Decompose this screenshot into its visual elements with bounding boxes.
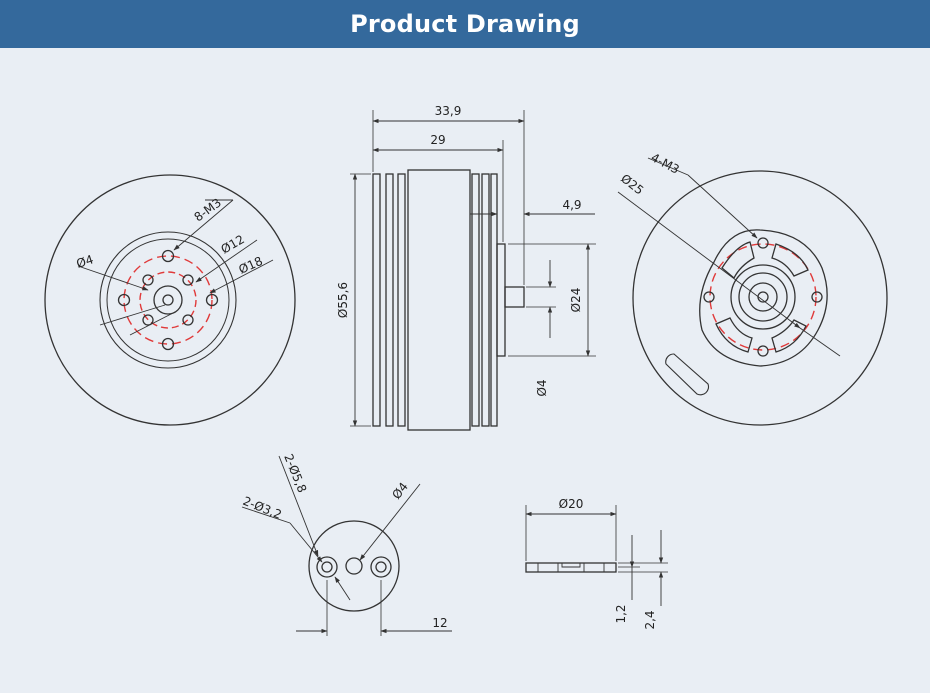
adapter-center-hole (345, 557, 363, 575)
side-dim-d4: Ø4 (535, 379, 549, 396)
rear-mount-slot (771, 319, 807, 353)
front-hub-outer (99, 231, 237, 369)
side-dim-d24: Ø24 (569, 288, 583, 313)
front-outer-rim (44, 174, 296, 426)
rear-hole (703, 291, 715, 303)
side-body (407, 169, 471, 431)
front-hole (142, 274, 154, 286)
adapter-dim-d4: Ø4 (389, 480, 411, 502)
rear-wire-slot (665, 353, 710, 396)
adapter-dim-2-d3-2: 2-Ø3,2 (241, 494, 284, 522)
side-dim-33-9: 33,9 (435, 104, 462, 118)
front-bolt-circle-18 (123, 255, 213, 345)
front-dim-d4: Ø4 (75, 252, 96, 271)
front-dim-d18: Ø18 (237, 254, 265, 277)
front-hole (142, 314, 154, 326)
rear-bolt-circle-25 (709, 243, 817, 351)
rear-mount-slot (721, 241, 755, 280)
rear-hub (738, 272, 788, 322)
rear-dim-d25: Ø25 (618, 171, 646, 197)
side-flange-right (490, 173, 498, 427)
front-shaft-ring (153, 285, 183, 315)
side-shaft (504, 286, 525, 308)
front-hole (205, 293, 219, 307)
front-hole (182, 314, 194, 326)
side-dim-d55-6: Ø55,6 (336, 282, 350, 318)
rear-hole (811, 291, 823, 303)
washer-dim-d20: Ø20 (559, 497, 584, 511)
front-hole (161, 249, 175, 263)
front-hole (161, 337, 175, 351)
side-mount-boss (496, 243, 506, 357)
front-view (44, 174, 296, 426)
washer-view (525, 505, 668, 606)
side-dim-4-9: 4,9 (562, 198, 581, 212)
page-title: Product Drawing (350, 10, 580, 38)
side-flange-left (385, 173, 394, 427)
washer-body (525, 562, 617, 573)
rear-outer-rim (632, 170, 888, 426)
washer-dim-2-4: 2,4 (643, 610, 657, 629)
front-shaft-bore (162, 294, 174, 306)
side-flange-right (481, 173, 490, 427)
rear-view (617, 157, 888, 426)
adapter-disc (308, 520, 400, 612)
front-dim-d12: Ø12 (219, 232, 247, 256)
rear-mount-slot (771, 243, 809, 277)
side-dim-29: 29 (430, 133, 445, 147)
side-flange-right (471, 173, 480, 427)
rear-hub (730, 264, 796, 330)
rear-mount-outline (699, 229, 828, 367)
rear-hub (748, 282, 778, 312)
side-flange-left (397, 173, 406, 427)
washer-dim-1-2: 1,2 (614, 604, 628, 623)
rear-dim-4-m3: 4-M3 (649, 150, 682, 176)
side-view (350, 110, 596, 431)
adapter-hole-right-inner (375, 561, 387, 573)
rear-hole (757, 345, 769, 357)
adapter-hole-left (316, 556, 338, 578)
adapter-hole-left-inner (321, 561, 333, 573)
adapter-view (241, 455, 452, 636)
rear-hole (757, 237, 769, 249)
front-bolt-circle-12 (139, 271, 197, 329)
front-hole (182, 274, 194, 286)
side-flange-left (372, 173, 381, 427)
adapter-dim-12: 12 (432, 616, 447, 630)
rear-mount-slot (715, 317, 753, 353)
front-hub-inner (106, 238, 230, 362)
front-hole (117, 293, 131, 307)
adapter-hole-right (370, 556, 392, 578)
header-banner: Product Drawing (0, 0, 930, 48)
